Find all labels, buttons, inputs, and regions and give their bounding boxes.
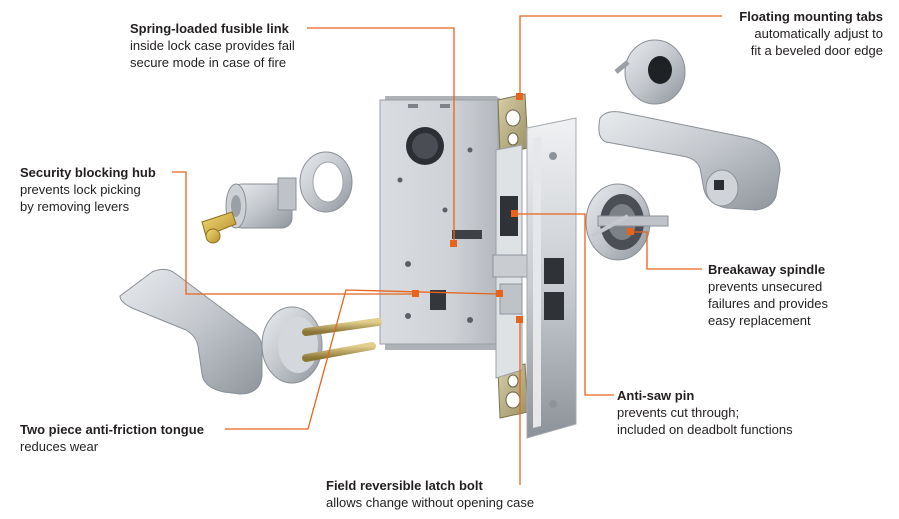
leader-blocking-hub [172,171,416,295]
callout-blocking-hub-desc: prevents lock picking by removing levers [20,182,141,214]
leader-fusible-link [307,27,455,243]
dot-tongue [496,290,503,297]
callout-mounting-tabs-title: Floating mounting tabs [739,9,883,24]
mounting-tab-top [497,93,529,155]
callout-spindle: Breakaway spindle prevents unsecured fai… [708,261,828,329]
callout-tongue-title: Two piece anti-friction tongue [20,422,204,437]
callout-anti-saw-title: Anti-saw pin [617,388,695,403]
callout-spindle-title: Breakaway spindle [708,262,826,277]
callout-latch-bolt: Field reversible latch bolt allows chang… [326,477,534,511]
leader-spindle [631,231,702,270]
leader-anti-saw [514,213,614,396]
callout-mounting-tabs: Floating mounting tabs automatically adj… [739,8,883,59]
small-rose-top-right [614,39,686,105]
callout-mounting-tabs-desc: automatically adjust to fit a beveled do… [750,26,883,58]
callout-anti-saw-desc: prevents cut through; included on deadbo… [617,405,793,437]
cylinder-ring [299,151,353,213]
rose-with-spindle [585,183,669,261]
right-lever-handle [598,111,781,211]
dot-latch-bolt [516,316,523,323]
callout-fusible-link-title: Spring-loaded fusible link [130,21,289,36]
dot-anti-saw [511,210,518,217]
callout-blocking-hub-title: Security blocking hub [20,165,156,180]
left-lever-handle [119,268,382,395]
dot-spindle [627,228,634,235]
leader-lines [172,15,722,485]
dot-blocking-hub [412,290,419,297]
callout-anti-saw: Anti-saw pin prevents cut through; inclu… [617,387,793,438]
faceplate [526,117,577,439]
leader-mounting-tabs [519,15,722,96]
callout-spindle-desc: prevents unsecured failures and provides… [708,279,828,328]
callout-fusible-link-desc: inside lock case provides fail secure mo… [130,38,295,70]
callout-fusible-link: Spring-loaded fusible link inside lock c… [130,20,295,71]
callout-latch-bolt-title: Field reversible latch bolt [326,478,483,493]
callout-tongue: Two piece anti-friction tongue reduces w… [20,421,204,455]
callout-tongue-desc: reduces wear [20,439,99,454]
leader-tongue [225,289,499,430]
case-front-edge [492,144,529,379]
dot-mounting-tabs [516,93,523,100]
callout-blocking-hub: Security blocking hub prevents lock pick… [20,164,156,215]
callout-latch-bolt-desc: allows change without opening case [326,495,535,510]
cylinder-with-key [201,177,297,244]
dot-fusible-link [450,240,457,247]
leader-dots [412,93,634,323]
